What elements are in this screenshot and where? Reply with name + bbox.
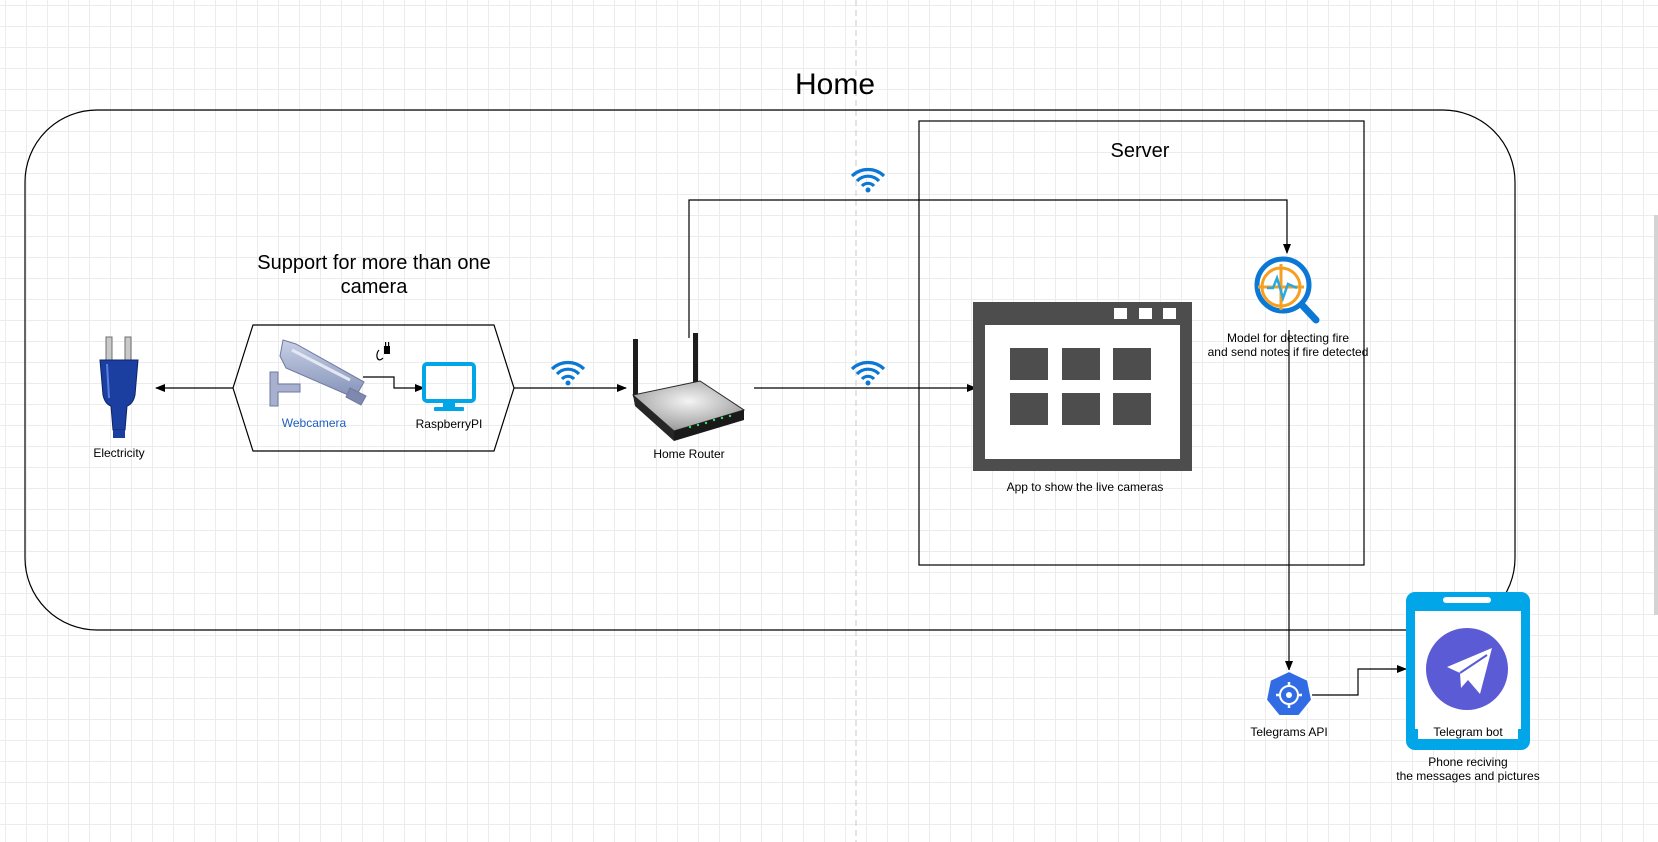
power-plug-icon[interactable] — [99, 336, 139, 438]
scrollbar[interactable] — [1654, 215, 1658, 615]
server-label: Server — [1110, 140, 1170, 162]
diagram-title: Home — [794, 68, 876, 101]
telegram-phone-icon[interactable] — [1406, 592, 1530, 750]
monitor-icon[interactable] — [422, 362, 476, 411]
phone-label: Phone reciving the messages and pictures — [1396, 755, 1540, 784]
model-label: Model for detecting fire and send notes … — [1207, 331, 1369, 360]
raspberry-label: RaspberryPI — [415, 417, 483, 431]
security-camera-icon[interactable] — [269, 339, 367, 407]
api-gear-icon[interactable] — [1264, 669, 1314, 717]
webcamera-label: Webcamera — [281, 416, 347, 430]
anomaly-detector-icon[interactable] — [1254, 256, 1320, 324]
electricity-label: Electricity — [93, 446, 145, 460]
cable-icon — [376, 342, 390, 361]
telegram-bot-label: Telegram bot — [1418, 725, 1518, 740]
wifi-icon — [850, 168, 886, 193]
telegram-api-label: Telegrams API — [1250, 725, 1328, 739]
home-container[interactable] — [24, 109, 1516, 631]
router-label: Home Router — [653, 447, 725, 461]
camera-group-label: Support for more than one camera — [257, 252, 491, 298]
edge-api-to-telegram-bot[interactable] — [1311, 665, 1407, 696]
edge-router-to-model[interactable] — [688, 199, 1291, 338]
wifi-icon — [550, 361, 586, 386]
app-window-icon[interactable] — [973, 302, 1192, 471]
wifi-icon — [850, 361, 886, 386]
app-label: App to show the live cameras — [1006, 480, 1164, 494]
edge-webcam-to-raspberry[interactable] — [363, 376, 425, 392]
router-icon[interactable] — [631, 333, 746, 441]
server-container[interactable] — [918, 120, 1365, 566]
